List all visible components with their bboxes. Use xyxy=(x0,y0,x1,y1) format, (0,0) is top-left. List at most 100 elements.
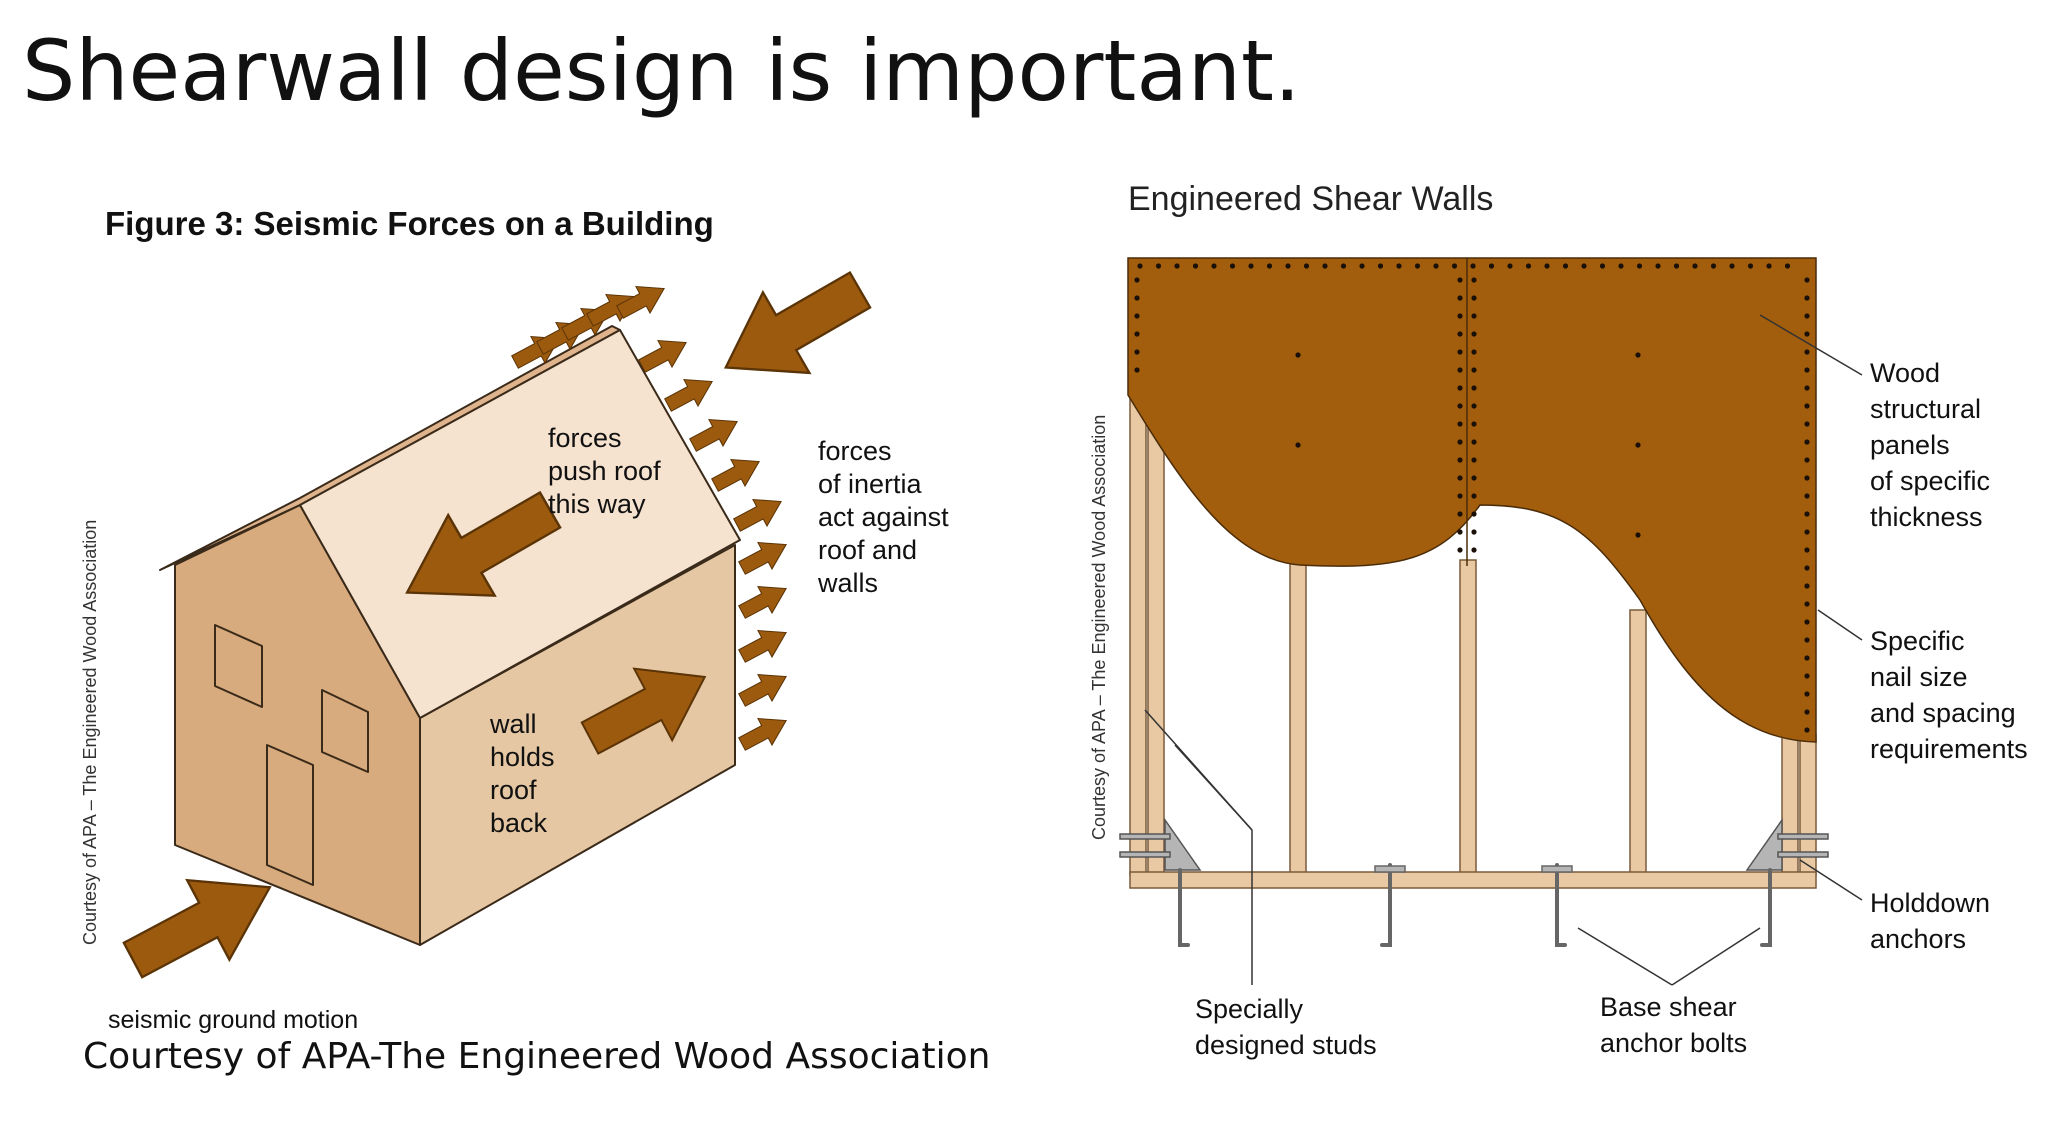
nail xyxy=(1471,277,1477,283)
nail xyxy=(1804,619,1810,625)
inertia-label: forces of inertia act against roof and w… xyxy=(817,436,956,598)
anchor-bolts xyxy=(1178,863,1772,947)
nail xyxy=(1635,442,1641,448)
wall-label-line-1: wall xyxy=(489,709,537,739)
panels-label-line-4: of specific xyxy=(1870,466,1990,496)
nail xyxy=(1525,263,1532,269)
nail xyxy=(1457,385,1463,391)
studs-label: Specially designed studs xyxy=(1195,994,1377,1060)
nail xyxy=(1804,421,1810,427)
nail xyxy=(1544,263,1550,269)
nail xyxy=(1457,403,1463,409)
nail xyxy=(1471,331,1477,337)
nail xyxy=(1747,263,1754,269)
nail xyxy=(1581,263,1587,269)
nail xyxy=(1471,511,1477,517)
top-right-force-arrow xyxy=(701,248,885,409)
nail xyxy=(1618,263,1624,269)
nail xyxy=(1134,367,1140,373)
nail xyxy=(1471,385,1477,391)
nail xyxy=(1174,263,1180,269)
shear-wall-figure: Engineered Shear Walls Courtesy of APA –… xyxy=(1089,180,2028,1060)
nail xyxy=(1804,583,1810,589)
nail xyxy=(1471,439,1477,445)
roof-force-label-line-1: forces xyxy=(548,423,622,453)
bolts-label: Base shear anchor bolts xyxy=(1600,992,1747,1058)
nail xyxy=(1804,277,1810,283)
nail xyxy=(1471,421,1477,427)
holddown-bolt xyxy=(1119,833,1171,840)
house-door xyxy=(266,744,314,886)
anchor-bolt xyxy=(1760,868,1772,947)
nail xyxy=(1804,529,1810,535)
nail xyxy=(1457,331,1463,337)
holddown-right xyxy=(1745,817,1783,871)
nail-label-line-2: nail size xyxy=(1870,662,1968,692)
holddown-label: Holddown anchors xyxy=(1870,888,1998,954)
nail xyxy=(1804,367,1810,373)
house-window-left xyxy=(214,624,263,708)
nail xyxy=(1471,475,1477,481)
nail xyxy=(1295,352,1301,358)
holddown-anchors xyxy=(1119,817,1829,871)
holddown-label-line-1: Holddown xyxy=(1870,888,1990,918)
slide-title: Shearwall design is important. xyxy=(22,22,1301,120)
nail xyxy=(1804,511,1810,517)
holddown-left xyxy=(1164,817,1202,871)
bolts-label-line-1: Base shear xyxy=(1600,992,1737,1022)
nail xyxy=(1457,349,1463,355)
nail xyxy=(1457,439,1463,445)
roof-force-label: forces push roof this way xyxy=(548,423,668,519)
nail xyxy=(1192,263,1199,269)
end-stud-left-outer xyxy=(1129,389,1147,876)
panels-label: Wood structural panels of specific thick… xyxy=(1870,358,1998,532)
nail xyxy=(1457,457,1463,463)
anchor-bolt xyxy=(1555,863,1567,947)
nail xyxy=(1457,475,1463,481)
nail xyxy=(1692,263,1698,269)
nail xyxy=(1710,263,1717,269)
nail xyxy=(1457,295,1463,301)
nail xyxy=(1471,529,1477,535)
nail xyxy=(1471,403,1477,409)
nail xyxy=(1804,403,1810,409)
nail xyxy=(1433,263,1439,269)
nail xyxy=(1457,421,1463,427)
nail xyxy=(1471,367,1477,373)
house-front-wall xyxy=(419,544,736,946)
leader-lines xyxy=(1144,314,1863,986)
nail xyxy=(1471,547,1477,553)
panels-label-line-5: thickness xyxy=(1870,502,1983,532)
nail xyxy=(1804,547,1810,553)
anchor-washer xyxy=(1374,865,1406,873)
anchor-bolt xyxy=(1178,868,1190,947)
nail-label: Specific nail size and spacing requireme… xyxy=(1870,626,2028,764)
left-side-credit: Courtesy of APA – The Engineered Wood As… xyxy=(80,520,100,945)
nail xyxy=(1134,277,1140,283)
nail xyxy=(1457,313,1463,319)
nail xyxy=(1804,601,1810,607)
nail xyxy=(1804,709,1810,715)
inertia-label-line-3: act against xyxy=(818,502,949,532)
nail xyxy=(1322,263,1328,269)
inertia-label-line-4: roof and xyxy=(818,535,917,565)
right-side-credit: Courtesy of APA – The Engineered Wood As… xyxy=(1089,415,1109,840)
inertia-label-line-2: of inertia xyxy=(818,469,923,499)
nail xyxy=(1804,295,1810,301)
nail xyxy=(1134,349,1140,355)
holddown-bolt xyxy=(1777,833,1829,840)
nail-label-line-4: requirements xyxy=(1870,734,2028,764)
wood-structural-panel xyxy=(1127,257,1817,743)
holddown-label-line-2: anchors xyxy=(1870,924,1966,954)
nail xyxy=(1635,532,1641,538)
seismic-forces-figure: Figure 3: Seismic Forces on a Building C… xyxy=(80,205,956,1034)
stud xyxy=(1459,559,1477,876)
nail xyxy=(1471,349,1477,355)
nail xyxy=(1488,263,1495,269)
wall-label-line-3: roof xyxy=(490,775,537,805)
nail xyxy=(1804,457,1810,463)
house-illustration xyxy=(159,325,741,946)
anchor-bolt xyxy=(1380,863,1392,947)
nail xyxy=(1471,493,1477,499)
nail xyxy=(1414,263,1421,269)
